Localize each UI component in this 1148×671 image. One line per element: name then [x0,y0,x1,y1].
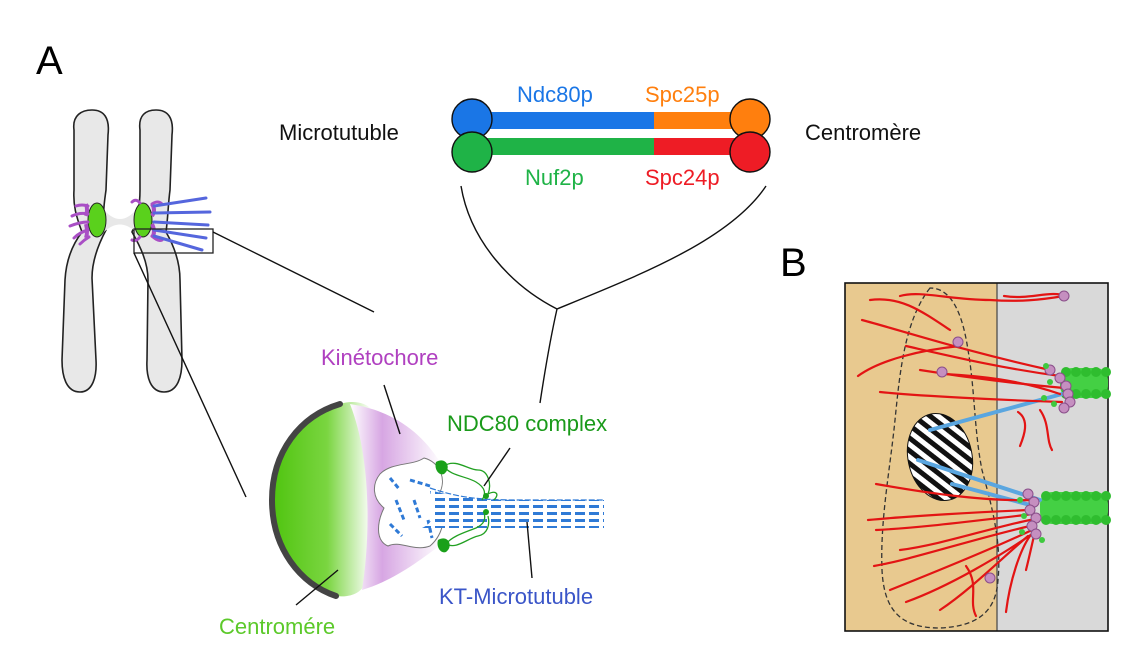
green-puncta [1017,363,1057,543]
ndc80p-segment [472,112,656,129]
microtubule-end-label: Microtutuble [279,120,399,145]
panel-b-illustration [844,282,1111,632]
kt-microtubule-bundle [422,487,604,528]
zoom-box [133,228,214,254]
nuf2p-segment [472,138,656,155]
spc25p-label: Spc25p [645,82,720,107]
panel-b-spindle-region [997,283,1108,631]
red-fibrils [856,292,1068,618]
schematic-connector [460,185,767,404]
centromere-outline [268,401,343,599]
spc24p-label: Spc24p [645,165,720,190]
kinetochore-label: Kinétochore [321,345,438,370]
chromosome [61,109,214,393]
spc24p-segment [654,138,750,155]
panel-label-b: B [780,241,807,285]
centromere-disc [272,402,372,597]
ndc80p-label: Ndc80p [517,82,593,107]
nuf2p-label: Nuf2p [525,165,584,190]
left-kinetochore [68,202,107,246]
nuf2p-head [451,131,493,173]
right-kinetochore [130,196,212,252]
kt-microtubule-label: KT-Microtutuble [439,584,593,609]
zoom-lines [133,231,375,498]
kinetochore-detail: Kinétochore NDC80 complex KT-Microtutubl… [219,345,607,639]
panel-label-a: A [36,39,63,83]
detail-leader-lines [295,384,533,606]
chromosome-bridge [104,210,136,232]
hatched-nucleus [906,412,974,502]
ndc80-heads [435,460,489,553]
centromere-end-label: Centromère [805,120,921,145]
ndc80-complex-label: NDC80 complex [447,411,607,436]
spc25p-segment [654,112,750,129]
cavity-tubulin-fragments [388,477,434,539]
panel-b-frame [844,282,1109,632]
chromatid-left [61,109,110,393]
spc24p-head [729,131,771,173]
centromere-label: Centromére [219,614,335,639]
chromatid-right [131,109,183,393]
ndc80-complex-schematic: Ndc80p Spc25p Nuf2p Spc24p Microtutuble … [279,82,921,190]
